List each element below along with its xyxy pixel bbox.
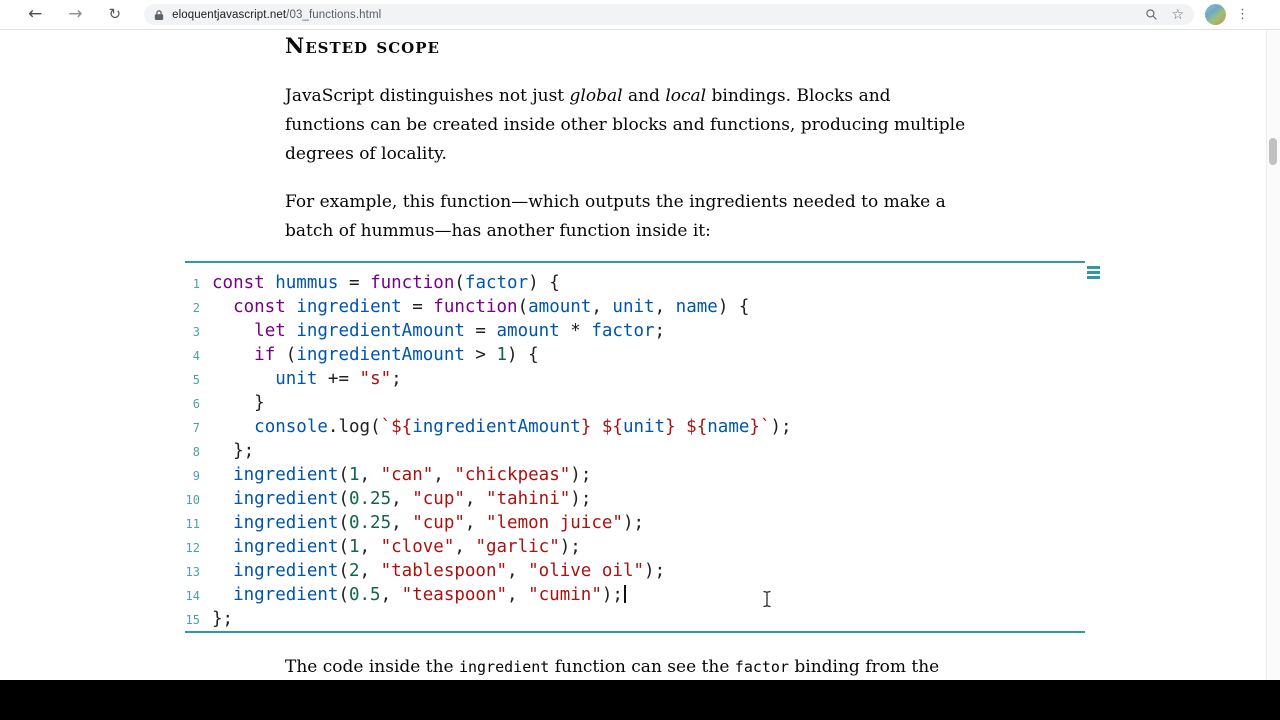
line-number: 3 (192, 325, 200, 339)
bookmark-star-icon[interactable]: ☆ (1171, 6, 1185, 23)
code-line[interactable]: 14 ingredient(0.5, "teaspoon", "cumin"); (185, 583, 1085, 607)
line-number: 9 (192, 469, 200, 483)
code-line[interactable]: 3 let ingredientAmount = amount * factor… (185, 319, 1085, 343)
paragraph-after-code: The code inside the ingredient function … (285, 657, 940, 677)
line-number: 8 (192, 445, 200, 459)
line-number: 11 (185, 517, 200, 531)
url-text: eloquentjavascript.net/03_functions.html (172, 9, 381, 21)
scrollbar-track[interactable] (1266, 30, 1280, 680)
line-number: 10 (185, 493, 200, 507)
code-line[interactable]: 2 const ingredient = function(amount, un… (185, 295, 1085, 319)
code-line[interactable]: 10 ingredient(0.25, "cup", "tahini"); (185, 489, 592, 509)
line-number: 5 (192, 373, 200, 387)
lock-icon (154, 9, 164, 21)
code-line[interactable]: 11 ingredient(0.25, "cup", "lemon juice"… (185, 513, 645, 533)
paragraph-nested-scope-intro: JavaScript distinguishes not just global… (285, 86, 966, 164)
line-number: 14 (185, 589, 200, 603)
line-number: 15 (185, 613, 200, 627)
line-number: 13 (185, 565, 200, 579)
url-path: /03_functions.html (286, 8, 382, 21)
section-heading: Nested scope (285, 33, 440, 58)
line-number: 7 (192, 421, 200, 435)
reload-icon[interactable]: ↻ (108, 5, 122, 23)
zoom-icon[interactable] (1145, 8, 1158, 21)
address-bar[interactable]: eloquentjavascript.net/03_functions.html… (144, 4, 1195, 25)
code-line[interactable]: 4 if (ingredientAmount > 1) { (185, 343, 1085, 367)
ibeam-cursor (761, 590, 773, 612)
url-domain: eloquentjavascript.net (172, 8, 287, 21)
back-icon[interactable]: ← (28, 4, 43, 24)
code-line[interactable]: 7 console.log(`${ingredientAmount} ${uni… (185, 415, 1085, 439)
code-line[interactable]: 12 ingredient(1, "clove", "garlic"); (185, 537, 581, 557)
code-line[interactable]: 5 unit += "s"; (185, 367, 1085, 391)
code-line[interactable]: 13 ingredient(2, "tablespoon", "olive oi… (185, 561, 666, 581)
text-caret (623, 585, 626, 603)
code-line[interactable]: 9 ingredient(1, "can", "chickpeas"); (185, 463, 1085, 487)
browser-menu-icon[interactable]: ⋮ (1236, 7, 1250, 22)
line-number: 4 (192, 349, 200, 363)
nav-buttons: ← → ↻ (28, 6, 121, 23)
paragraph-example-intro: For example, this function—which outputs… (285, 192, 946, 241)
letterbox-bar (0, 680, 1280, 720)
line-number: 2 (192, 301, 200, 315)
code-line[interactable]: 15}; (185, 609, 234, 629)
forward-icon[interactable]: → (68, 4, 83, 24)
code-line[interactable]: 8 }; (185, 439, 1085, 463)
code-menu-icon[interactable] (1087, 266, 1100, 281)
line-number: 6 (192, 397, 200, 411)
code-line[interactable]: 6 } (185, 391, 1085, 415)
scrollbar-thumb[interactable] (1269, 138, 1277, 165)
line-number: 1 (192, 277, 200, 291)
profile-avatar[interactable] (1205, 4, 1227, 25)
browser-toolbar: ← → ↻ eloquentjavascript.net/03_function… (0, 0, 1280, 30)
line-number: 12 (185, 541, 200, 555)
